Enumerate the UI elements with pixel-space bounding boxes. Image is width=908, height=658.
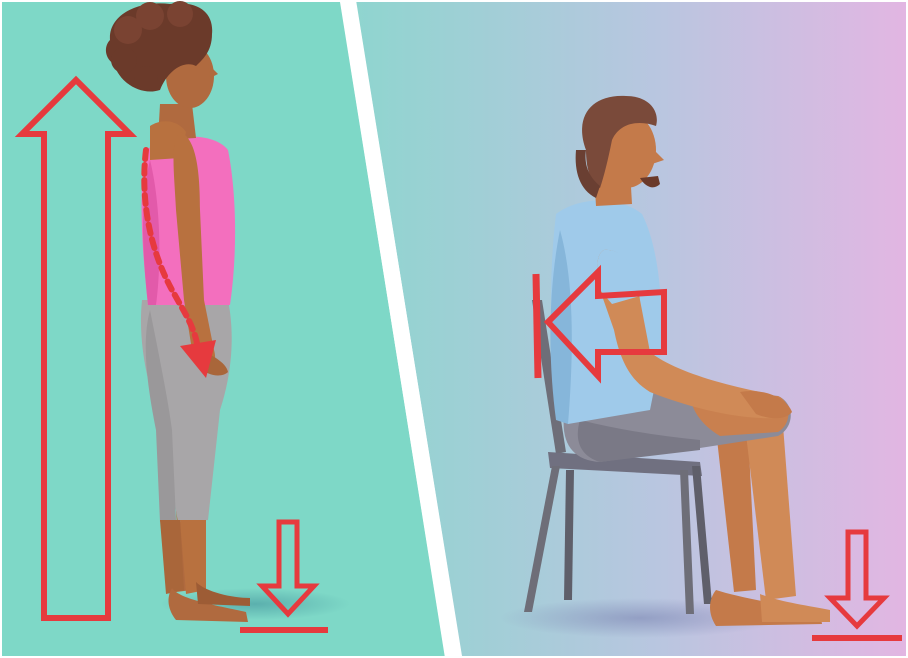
illustration xyxy=(0,0,908,658)
